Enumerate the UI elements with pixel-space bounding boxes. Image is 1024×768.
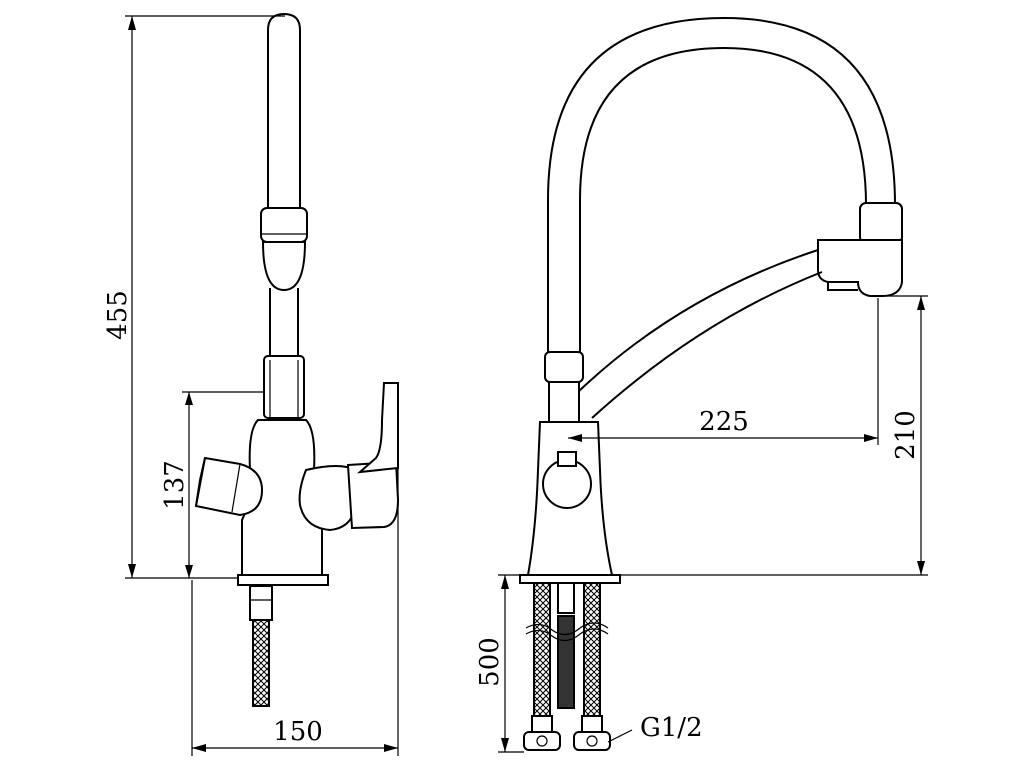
filter-spout-arm-lower [591,271,823,419]
right-mixer-handle [298,465,357,532]
dimension-base-height: 137 [160,391,265,578]
hose-break-mark [525,622,609,636]
thread-label: G1/2 [640,713,703,743]
right-hose [583,582,601,719]
dimension-spout-clearance-label: 210 [891,410,921,460]
left-hose-ferrule [531,715,553,733]
side-view: 455 137 150 [103,12,400,756]
left-filter-handle [194,456,264,517]
dimension-total-height: 455 [103,15,285,579]
center-rod [557,615,575,709]
spout-arc-outer [547,16,896,355]
dimension-reach: 225 [568,298,879,445]
dimension-total-height-label: 455 [103,290,133,340]
center-nut [557,582,575,614]
dimension-hose-length-label: 500 [475,637,505,687]
mounting-nut [249,585,273,621]
mounting-rod [252,619,270,707]
spout-arc-inner [579,46,867,355]
base-plate [237,574,329,586]
spout-lower-collar [263,355,305,419]
spout-upper-tube [267,12,301,210]
dimension-base-height-label: 137 [160,460,190,510]
dimension-reach-label: 225 [699,407,749,437]
left-hose [533,582,551,719]
dimension-spout-clearance: 210 [620,295,928,576]
left-hose-nut [523,731,561,751]
thread-label-group: G1/2 [607,713,703,743]
mixer-lever [346,460,400,530]
front-handle-knob [542,459,592,509]
spout-collar [260,207,308,243]
spout-head [859,202,903,244]
spout-outlet [817,239,903,297]
dimension-base-width-label: 150 [273,717,323,747]
front-base-plate [519,574,621,584]
spout-joint [261,241,307,292]
right-hose-ferrule [581,715,603,733]
front-view: G1/2 500 225 210 [475,16,928,753]
right-hose-nut [573,731,611,751]
dimension-hose-length: 500 [475,574,528,753]
spout-lower-tube [269,288,299,360]
filter-spout-arm-upper [577,249,819,393]
column-tube [548,381,580,423]
mixer-lever-arm [356,382,399,474]
column-collar [544,351,584,383]
